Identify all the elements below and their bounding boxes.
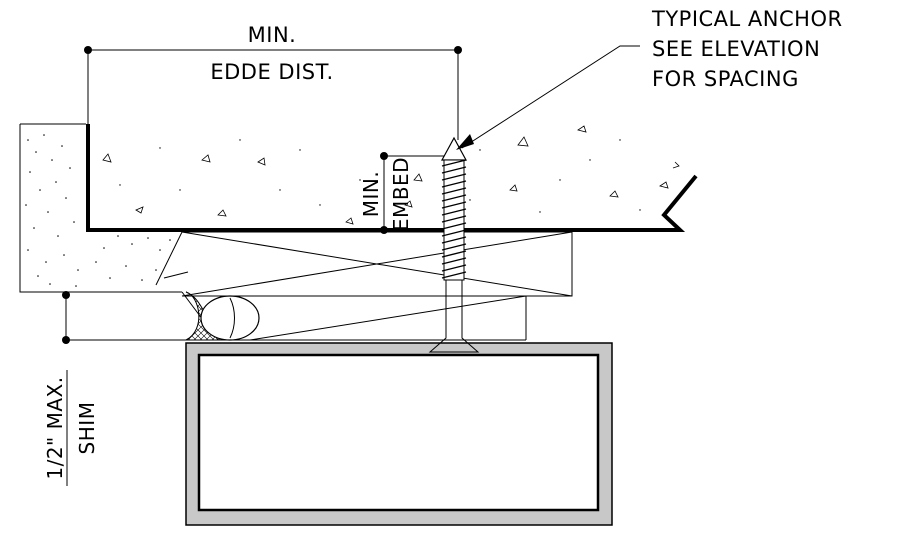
frame-blocking — [64, 231, 573, 341]
shim-label-line2: SHIM — [75, 402, 99, 455]
backer-rod — [200, 295, 260, 341]
wall-stipple — [25, 134, 171, 287]
edge-distance-dimension: MIN. EDDE DIST. — [84, 23, 462, 140]
embed-dimension: MIN. EMBED — [359, 152, 444, 234]
embed-label-line1: MIN. — [359, 171, 383, 217]
slab-stipple — [119, 139, 641, 213]
edge-distance-label-line2: EDDE DIST. — [210, 60, 333, 84]
anchor-label-line3: FOR SPACING — [652, 67, 799, 91]
concrete-slab — [86, 124, 698, 232]
anchor-label-line2: SEE ELEVATION — [652, 37, 820, 61]
anchor-label-line1: TYPICAL ANCHOR — [651, 7, 843, 31]
shim-dimension: 1/2" MAX. SHIM — [43, 291, 99, 486]
masonry-wall — [19, 123, 182, 293]
slab-aggregate — [102, 125, 680, 225]
anchor-leader: TYPICAL ANCHOR SEE ELEVATION FOR SPACING — [456, 7, 843, 150]
shim-label-line1: 1/2" MAX. — [43, 376, 67, 479]
sealant-joint — [185, 291, 260, 341]
embed-label-line2: EMBED — [389, 157, 413, 231]
anchor-screw — [428, 136, 480, 353]
edge-distance-label-line1: MIN. — [248, 23, 297, 47]
steel-tube — [185, 342, 613, 526]
